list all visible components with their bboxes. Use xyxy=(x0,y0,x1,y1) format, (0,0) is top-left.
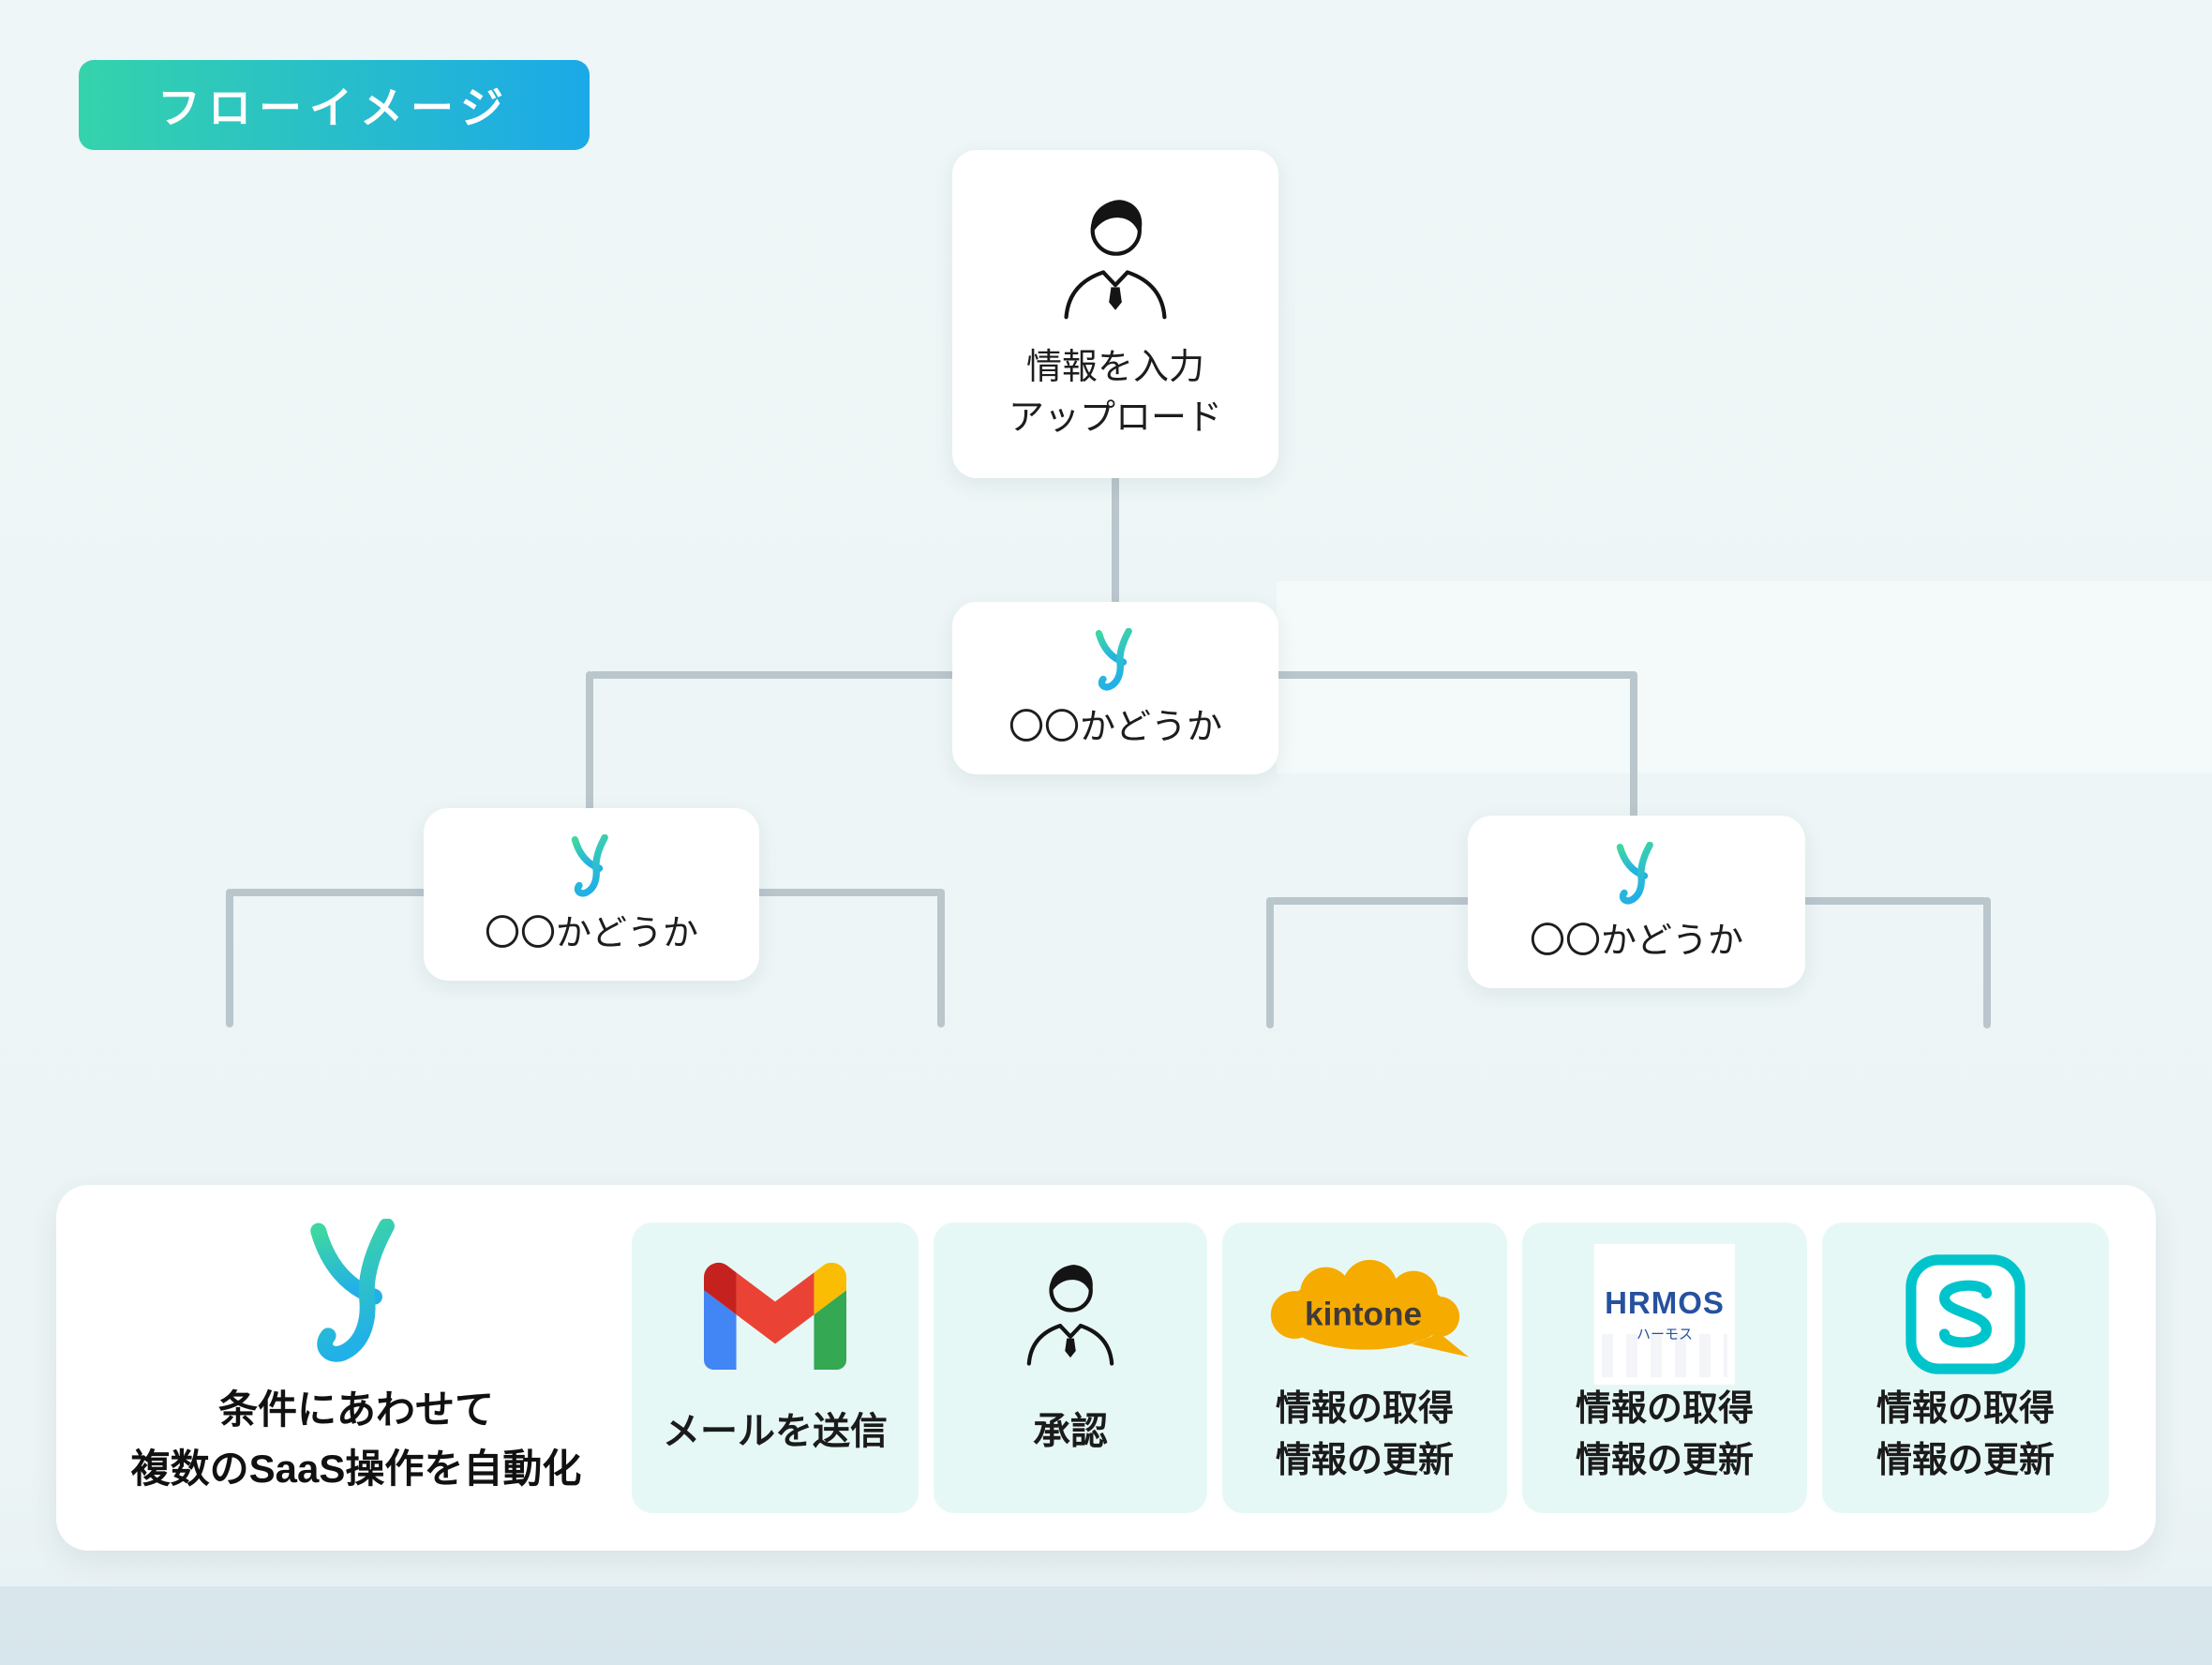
decision-node-left: 〇〇かどうか xyxy=(424,808,759,981)
yoom-description: 条件にあわせて 複数のSaaS操作を自動化 xyxy=(131,1380,582,1498)
decision-right-label: 〇〇かどうか xyxy=(1529,921,1743,961)
gmail-card-label: メールを送信 xyxy=(663,1411,888,1452)
decision-root-label: 〇〇かどうか xyxy=(1008,707,1222,747)
hrmos-card-line2: 情報の更新 xyxy=(1575,1441,1754,1481)
connector-root-left-drop xyxy=(586,671,593,812)
saas-panel: 条件にあわせて 複数のSaaS操作を自動化 メールを送信 xyxy=(56,1185,2156,1551)
person-icon xyxy=(1010,1222,1130,1388)
background-accent xyxy=(0,1586,2212,1665)
saas-card-smarthr: 情報の取得 情報の更新 xyxy=(1822,1222,2109,1513)
hrmos-logo-subtext: ハーモス xyxy=(1636,1327,1693,1342)
connector-right-drop-a xyxy=(1266,897,1274,1028)
decision-node-root: 〇〇かどうか xyxy=(952,602,1278,774)
hrmos-logo-stripes xyxy=(1602,1334,1727,1377)
yoom-logo-icon xyxy=(571,833,608,897)
saas-card-approval: 承認 xyxy=(934,1222,1207,1513)
connector-right-drop-b xyxy=(1983,897,1991,1028)
decision-node-right: 〇〇かどうか xyxy=(1468,816,1805,988)
kintone-card-label: 情報の取得 情報の更新 xyxy=(1276,1384,1454,1487)
hrmos-logo-icon: HRMOS ハーモス xyxy=(1594,1222,1735,1388)
yoom-description-line2: 複数のSaaS操作を自動化 xyxy=(130,1447,582,1491)
top-node-label: 情報を入力 アップロード xyxy=(1009,343,1222,444)
saas-card-hrmos: HRMOS ハーモス 情報の取得 情報の更新 xyxy=(1522,1222,1807,1513)
kintone-card-line2: 情報の更新 xyxy=(1275,1441,1454,1481)
connector-top-vertical xyxy=(1112,473,1119,605)
kintone-card-line1: 情報の取得 xyxy=(1275,1389,1454,1429)
connector-left-drop-b xyxy=(937,889,945,1028)
connector-left-drop-a xyxy=(226,889,233,1028)
smarthr-card-label: 情報の取得 情報の更新 xyxy=(1876,1384,2055,1487)
yoom-logo-icon xyxy=(1095,627,1132,691)
connector-root-right-drop xyxy=(1630,671,1637,819)
hrmos-card-line1: 情報の取得 xyxy=(1575,1389,1754,1429)
yoom-description-line1: 条件にあわせて xyxy=(217,1388,494,1432)
top-node-line2: アップロード xyxy=(1008,398,1222,438)
top-node-line1: 情報を入力 xyxy=(1025,348,1204,388)
smarthr-logo-icon xyxy=(1900,1222,2031,1388)
approval-card-label: 承認 xyxy=(1033,1411,1108,1452)
yoom-section: 条件にあわせて 複数のSaaS操作を自動化 xyxy=(94,1206,619,1528)
badge-label: フローイメージ xyxy=(157,83,512,132)
smarthr-card-line2: 情報の更新 xyxy=(1876,1441,2055,1481)
kintone-logo-text: kintone xyxy=(1305,1296,1422,1332)
smarthr-card-line1: 情報の取得 xyxy=(1876,1389,2055,1429)
person-icon xyxy=(1044,200,1187,330)
flow-image-badge: フローイメージ xyxy=(79,60,590,150)
saas-card-kintone: kintone 情報の取得 情報の更新 xyxy=(1222,1222,1507,1513)
hrmos-logo-tile: HRMOS ハーモス xyxy=(1594,1244,1735,1385)
kintone-logo-icon: kintone xyxy=(1260,1222,1471,1388)
hrmos-logo-text: HRMOS xyxy=(1605,1285,1725,1320)
decision-left-label: 〇〇かどうか xyxy=(484,913,698,953)
hrmos-card-label: 情報の取得 情報の更新 xyxy=(1576,1384,1754,1487)
flow-node-input-upload: 情報を入力 アップロード xyxy=(952,150,1278,478)
yoom-logo-icon xyxy=(310,1219,395,1362)
saas-card-gmail: メールを送信 xyxy=(632,1222,919,1513)
gmail-logo-icon xyxy=(704,1222,846,1388)
yoom-logo-icon xyxy=(1616,841,1653,905)
